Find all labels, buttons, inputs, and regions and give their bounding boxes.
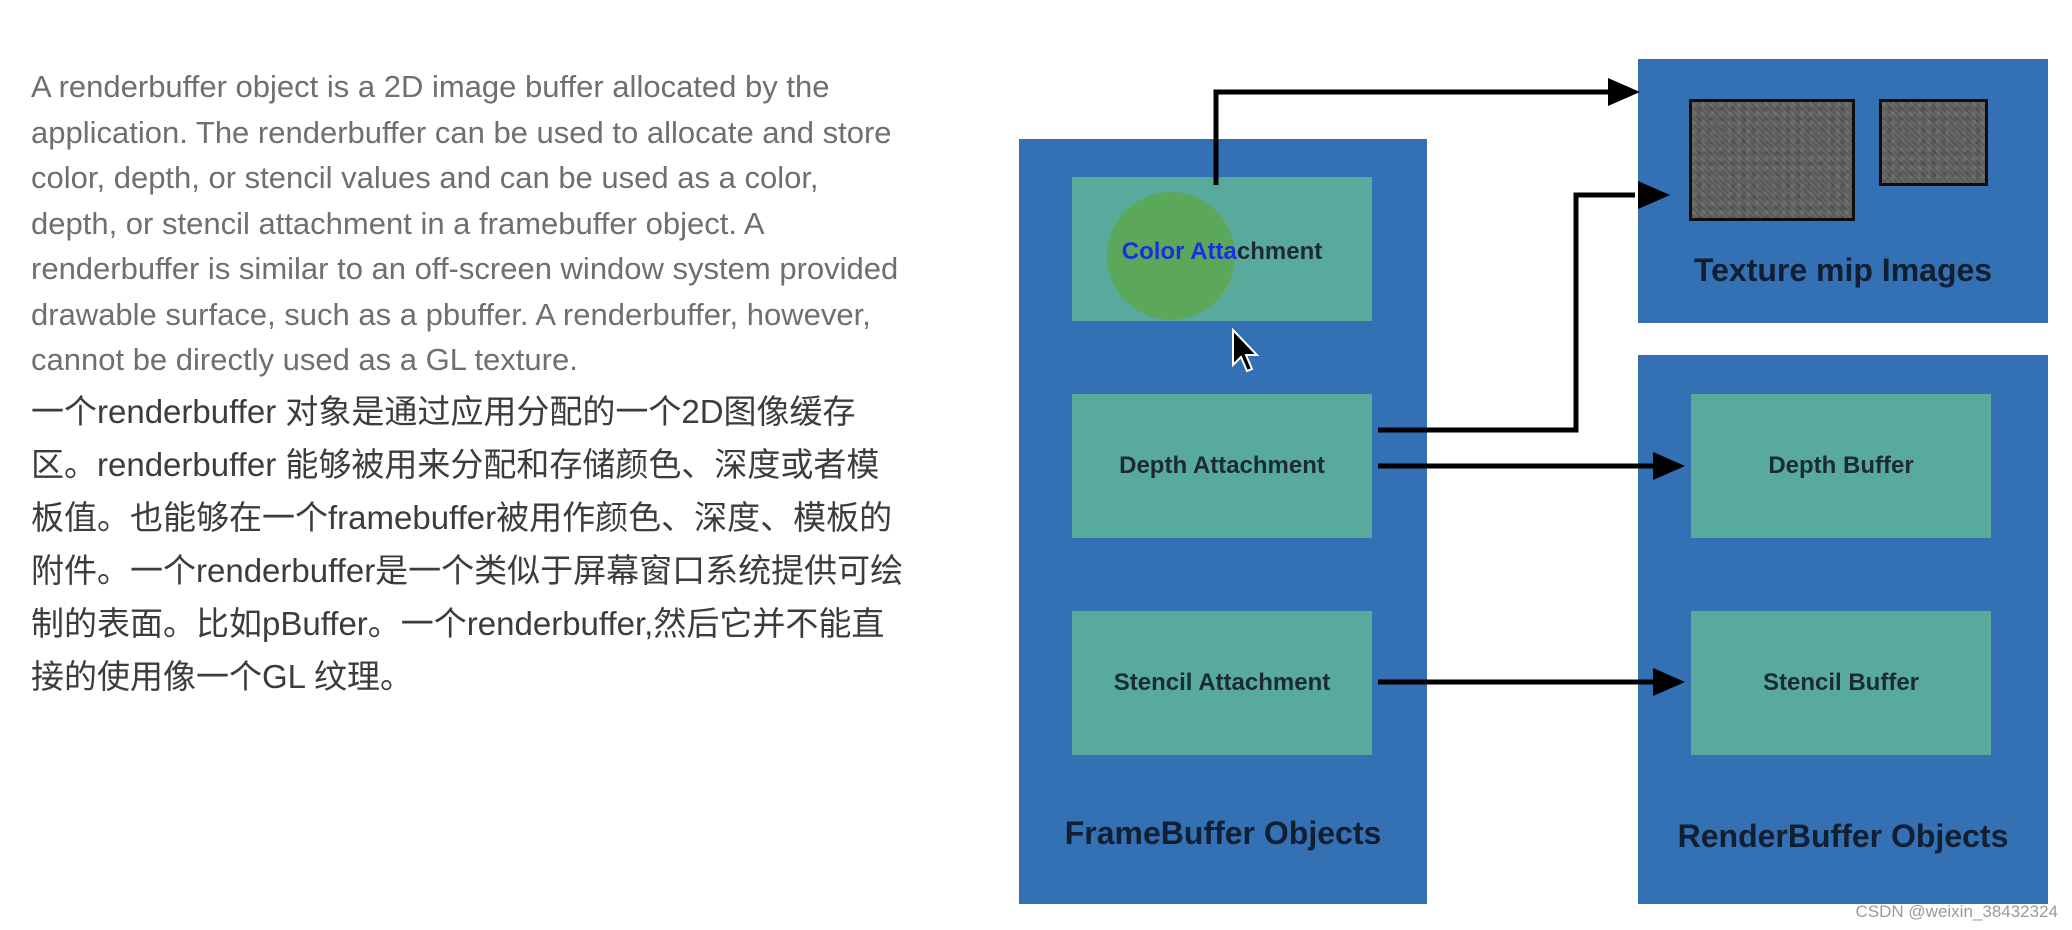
depth-buffer-box: Depth Buffer [1691, 394, 1991, 538]
depth-attachment-box: Depth Attachment [1072, 394, 1372, 538]
stencil-attachment-label: Stencil Attachment [1113, 669, 1331, 696]
description-text: A renderbuffer object is a 2D image buff… [31, 64, 911, 703]
english-paragraph: A renderbuffer object is a 2D image buff… [31, 69, 899, 377]
chinese-paragraph: 一个renderbuffer 对象是通过应用分配的一个2D图像缓存区。rende… [31, 392, 904, 695]
arrow-color-to-texture [1213, 89, 1610, 185]
mouse-cursor-icon [1232, 327, 1260, 373]
framebuffer-objects-title: FrameBuffer Objects [1064, 815, 1382, 851]
arrowhead-texture-top [1608, 78, 1640, 106]
stencil-attachment-box: Stencil Attachment [1072, 611, 1372, 755]
arrowhead-texture-mid [1638, 181, 1670, 209]
depth-buffer-label: Depth Buffer [1768, 452, 1914, 479]
arrow-depth-to-texture [1378, 192, 1635, 433]
arrowhead-stencil-buffer [1653, 668, 1685, 696]
color-attachment-label: Color Attachment [1072, 223, 1372, 281]
stencil-buffer-label: Stencil Buffer [1762, 669, 1920, 696]
arrowhead-depth-buffer [1653, 452, 1685, 480]
renderbuffer-objects-panel: Depth Buffer Stencil Buffer RenderBuffer… [1638, 355, 2048, 904]
texture-mip-images-panel: Texture mip Images [1638, 59, 2048, 323]
depth-attachment-label: Depth Attachment [1119, 452, 1325, 479]
renderbuffer-objects-title: RenderBuffer Objects [1677, 818, 2009, 854]
texture-mip-image-small [1879, 99, 1988, 186]
green-circle-highlight [1107, 192, 1235, 320]
watermark: CSDN @weixin_38432324 [1855, 902, 2058, 921]
color-attachment-label-highlighted: Color Atta [1121, 238, 1237, 265]
color-attachment-label-rest: chment [1236, 238, 1323, 265]
texture-mip-images-title: Texture mip Images [1693, 252, 1993, 288]
stencil-buffer-box: Stencil Buffer [1691, 611, 1991, 755]
texture-mip-image-large [1689, 99, 1855, 221]
